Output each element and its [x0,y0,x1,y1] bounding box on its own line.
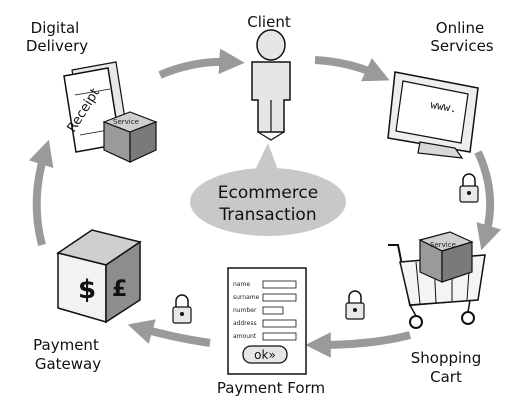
form-field-name: name [233,281,250,288]
arrow-cart-to-form [305,331,412,358]
payment-gateway-label-2: Gateway [35,355,101,373]
online-services-label-2: Services [430,37,493,55]
payment-gateway-cube-icon: $ £ [56,229,142,324]
shopping-cart-icon: Service [388,231,486,329]
payment-gateway-label-1: Payment [33,336,99,354]
arrow-gateway-to-delivery [28,139,54,247]
lock-icon-cart [345,290,365,320]
dollar-symbol: $ [78,275,96,305]
arrow-form-to-gateway [127,319,211,347]
lock-icon-right [459,173,479,203]
cart-box-label: Service [430,241,456,249]
client-person-icon [251,29,291,141]
arrow-client-to-services [314,56,390,82]
form-field-number: number [233,307,257,314]
form-field-surname: surname [233,294,260,301]
digital-delivery-label-1: Digital [31,19,80,37]
center-line-2: Transaction [218,205,316,225]
payment-form-label: Payment Form [217,379,325,397]
shopping-cart-label-2: Cart [430,368,462,386]
client-label: Client [247,13,291,31]
digital-delivery-label-2: Delivery [26,37,88,55]
center-line-1: Ecommerce [218,183,319,203]
arrow-services-to-cart [474,150,501,251]
online-services-label-1: Online [436,19,484,37]
monitor-icon: www. [387,71,479,159]
service-box-label: Service [113,118,139,126]
service-box-icon: Service [102,111,158,163]
shopping-cart-label-1: Shopping [411,349,481,367]
form-field-address: address [233,320,257,327]
monitor-url-text: www. [429,98,457,115]
form-field-amount: amount [233,333,257,340]
center-bubble: Ecommerce Transaction [190,143,346,236]
pound-symbol: £ [112,277,127,302]
payment-form-icon: name surname number address amount ok» [227,267,307,375]
lock-icon-form [172,294,192,324]
ok-button-text: ok» [254,348,276,362]
arrow-delivery-to-client [158,48,245,79]
